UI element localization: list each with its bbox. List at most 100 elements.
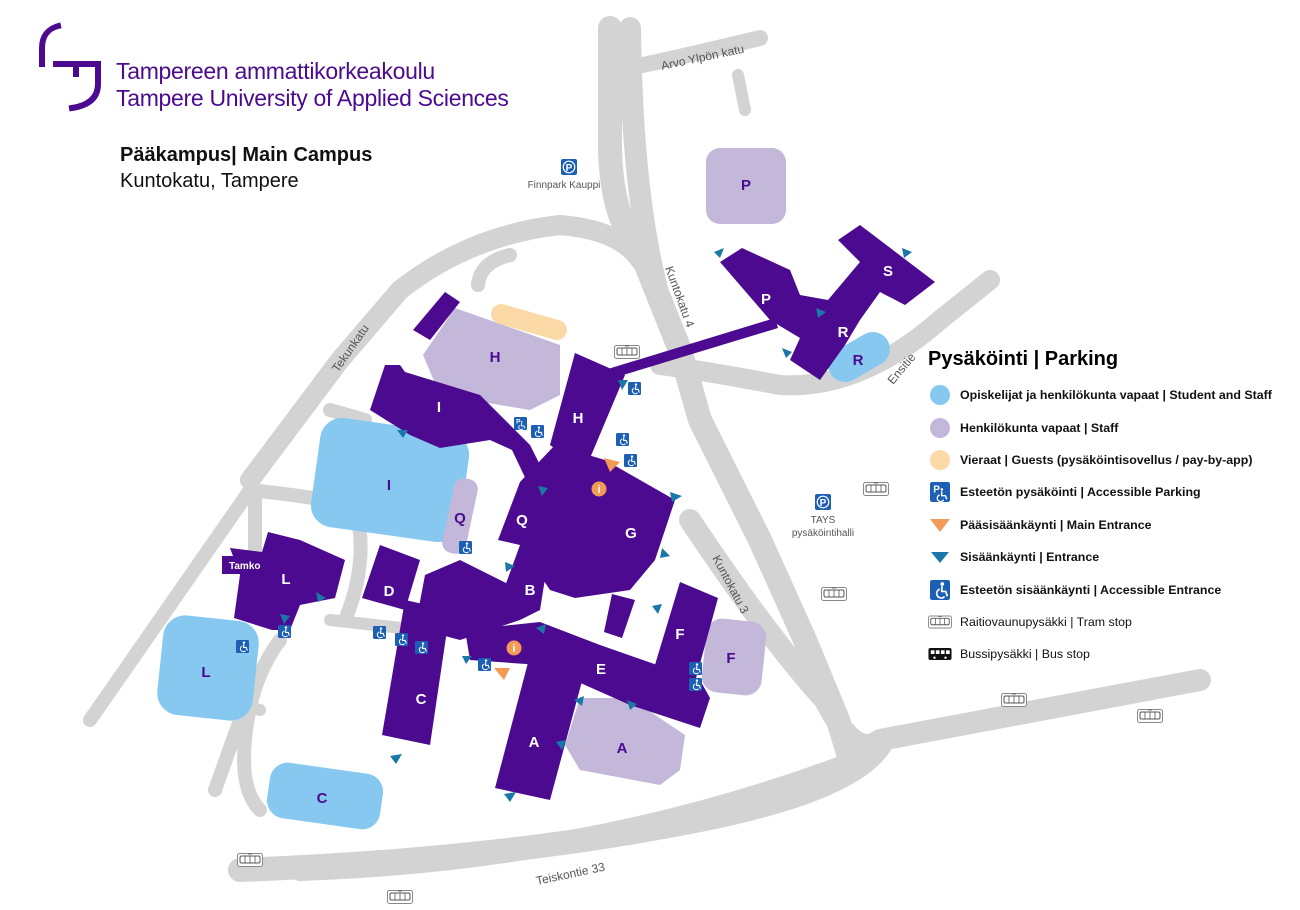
label-staff-parking-H: H	[490, 349, 501, 366]
building-E	[465, 622, 710, 728]
parking-lots	[157, 148, 890, 830]
legend-item-tram-stop: Raitiovaunupysäkki | Tram stop	[928, 606, 1290, 638]
building-small-north	[413, 292, 460, 340]
label-building-C: C	[416, 691, 427, 708]
legend-label: Sisäänkäynti | Entrance	[960, 550, 1100, 565]
tram-stop-icon	[1137, 709, 1163, 723]
building-F	[648, 582, 718, 700]
guest-parking	[491, 304, 567, 340]
accessible-entrance-icon	[531, 425, 544, 438]
staff-parking-P	[706, 148, 786, 224]
label-building-I: I	[437, 399, 441, 416]
label-building-L: L	[281, 571, 290, 588]
campus-title: Pääkampus| Main Campus	[120, 144, 373, 166]
legend-item-entrance: Sisäänkäynti | Entrance	[928, 541, 1290, 573]
label-building-Q: Q	[516, 512, 528, 529]
label-building-P: P	[761, 291, 771, 308]
label-student-parking-C: C	[317, 790, 328, 807]
entrance-triangle	[660, 548, 670, 558]
entrance-triangle	[670, 492, 682, 502]
label-building-B: B	[525, 582, 536, 599]
entrance-triangle	[574, 696, 584, 706]
accessible-entrance-icon	[373, 626, 386, 639]
building-Tamko-label-bg	[222, 556, 268, 574]
entrance-triangle	[618, 380, 628, 390]
legend-item-main-entrance: Pääsisäänkäynti | Main Entrance	[928, 509, 1290, 541]
student-parking-I	[310, 417, 470, 543]
accessible-entrance-icon	[624, 454, 637, 467]
label-student-parking-L: L	[201, 664, 210, 681]
building-A	[495, 655, 585, 800]
tram-stop-icon	[387, 890, 413, 904]
building-small-F	[604, 594, 635, 638]
label-building-S: S	[883, 263, 893, 280]
legend-label: Opiskelijat ja henkilökunta vapaat | Stu…	[960, 388, 1272, 403]
staff-parking-circle-icon	[928, 416, 952, 440]
entrance-triangle	[536, 624, 546, 634]
entrance-triangle	[505, 562, 515, 572]
label-building-A: A	[529, 734, 540, 751]
accessible-entrance-icon	[236, 640, 249, 653]
entrance-markers	[280, 248, 912, 802]
legend-item-student-staff: Opiskelijat ja henkilökunta vapaat | Stu…	[928, 379, 1290, 411]
label-staff-parking-A: A	[617, 740, 628, 757]
student-staff-parking-circle-icon	[928, 383, 952, 407]
entrance-triangle	[316, 592, 326, 602]
tram-stop-icon	[821, 587, 847, 601]
main-entrance-triangle-icon	[928, 513, 952, 537]
legend-item-bus-stop: Bussipysäkki | Bus stop	[928, 638, 1290, 670]
staff-parking-Q	[442, 478, 478, 554]
tamk-logo-mark	[39, 22, 101, 112]
entrance-triangle	[538, 486, 548, 496]
label-building-G: G	[625, 525, 637, 542]
entrance-triangle	[556, 740, 566, 750]
entrance-triangle	[902, 248, 912, 258]
label-tamko: Tamko	[229, 561, 261, 572]
accessible-entrance-icon	[616, 433, 629, 446]
label-staff-parking-P: P	[741, 177, 751, 194]
label-building-F: F	[675, 626, 684, 643]
tram-stop-icon	[863, 482, 889, 496]
tram-stop-icon	[1001, 693, 1027, 707]
legend-item-guests: Vieraat | Guests (pysäköintisovellus / p…	[928, 444, 1290, 476]
entrance-triangle	[390, 754, 402, 764]
bus-stop-icon	[928, 642, 952, 666]
street-teiskontie-33: Teiskontie 33	[535, 860, 607, 888]
accessible-entrance-icon	[478, 658, 491, 671]
legend-title: Pysäköinti | Parking	[928, 348, 1119, 370]
connecting-bridge	[598, 318, 778, 382]
parking-facilities: Finnpark Kauppi TAYS pysäköintihalli	[528, 159, 854, 539]
accessible-entrance-icon	[459, 541, 472, 554]
student-parking-L	[157, 615, 259, 721]
info-point-symbol: i	[597, 484, 600, 496]
tamk-logo: Tampereen ammattikorkeakoulu Tampere Uni…	[36, 22, 556, 114]
accessible-parking-icon	[514, 417, 527, 430]
entrance-triangle	[280, 614, 290, 624]
entrance-triangle	[816, 308, 826, 318]
main-entrances: i i	[494, 458, 620, 680]
accessible-entrance-icon	[628, 382, 641, 395]
street-tekunkatu: Tekunkatu	[329, 322, 372, 375]
info-point-symbol: i	[512, 643, 515, 655]
label-student-parking-I: I	[387, 477, 391, 494]
logo-text-finnish: Tampereen ammattikorkeakoulu	[116, 58, 435, 84]
parking-labels: P H I Q L C A F R	[201, 177, 863, 807]
entrance-triangle	[714, 248, 724, 258]
legend-item-accessible-entrance: Esteetön sisäänkäynti | Accessible Entra…	[928, 573, 1290, 605]
tays-label-line2: pysäköintihalli	[792, 528, 854, 539]
legend-label: Bussipysäkki | Bus stop	[960, 647, 1090, 662]
building-H	[550, 353, 625, 470]
legend-item-staff: Henkilökunta vapaat | Staff	[928, 411, 1290, 443]
label-building-E: E	[596, 661, 606, 678]
staff-parking-A	[565, 698, 685, 785]
tays-parking-icon	[815, 494, 831, 510]
student-parking-C	[266, 762, 384, 830]
entrance-triangle	[652, 604, 662, 614]
main-entrance-triangle	[494, 668, 510, 680]
building-center	[415, 560, 520, 640]
label-staff-parking-F: F	[726, 650, 735, 667]
legend-label: Vieraat | Guests (pysäköintisovellus / p…	[960, 452, 1253, 467]
student-parking-R	[828, 332, 890, 382]
entrance-triangle	[504, 792, 516, 802]
